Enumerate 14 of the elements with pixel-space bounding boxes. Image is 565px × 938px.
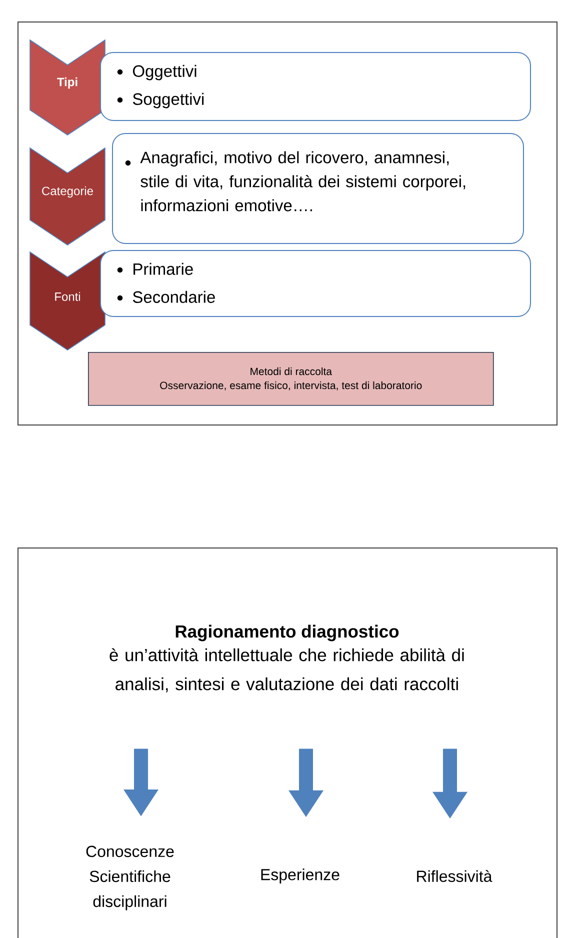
list-item: Secondarie (132, 290, 215, 303)
label-text: Riflessività (417, 870, 492, 882)
heading: Ragionamento diagnostico (176, 624, 399, 642)
list-item: Primarie (134, 262, 193, 275)
list-item: Anagrafici, motivo del ricovero, anamnesi, stile di vita, funzionalità dei sistemi corporei, informazioni emotive…. (140, 151, 466, 212)
list-item: Oggettivi (132, 64, 196, 80)
label-text: Esperienze (261, 868, 340, 884)
chevron: Categorie (30, 147, 106, 246)
text-box: Metodi di raccolta Osservazione, esame fisico, intervista, test di laboratorio (88, 352, 494, 406)
description-text: è un’attività intellettuale che richiede abilità di analisi, sintesi e valutazione dei dati raccolti (110, 648, 464, 692)
chevron: Tipi (30, 39, 106, 136)
label-text: Conoscenze Scientifiche disciplinari (86, 846, 174, 910)
list-item: Soggettivi (132, 92, 204, 108)
chevron: Fonti (30, 251, 106, 350)
